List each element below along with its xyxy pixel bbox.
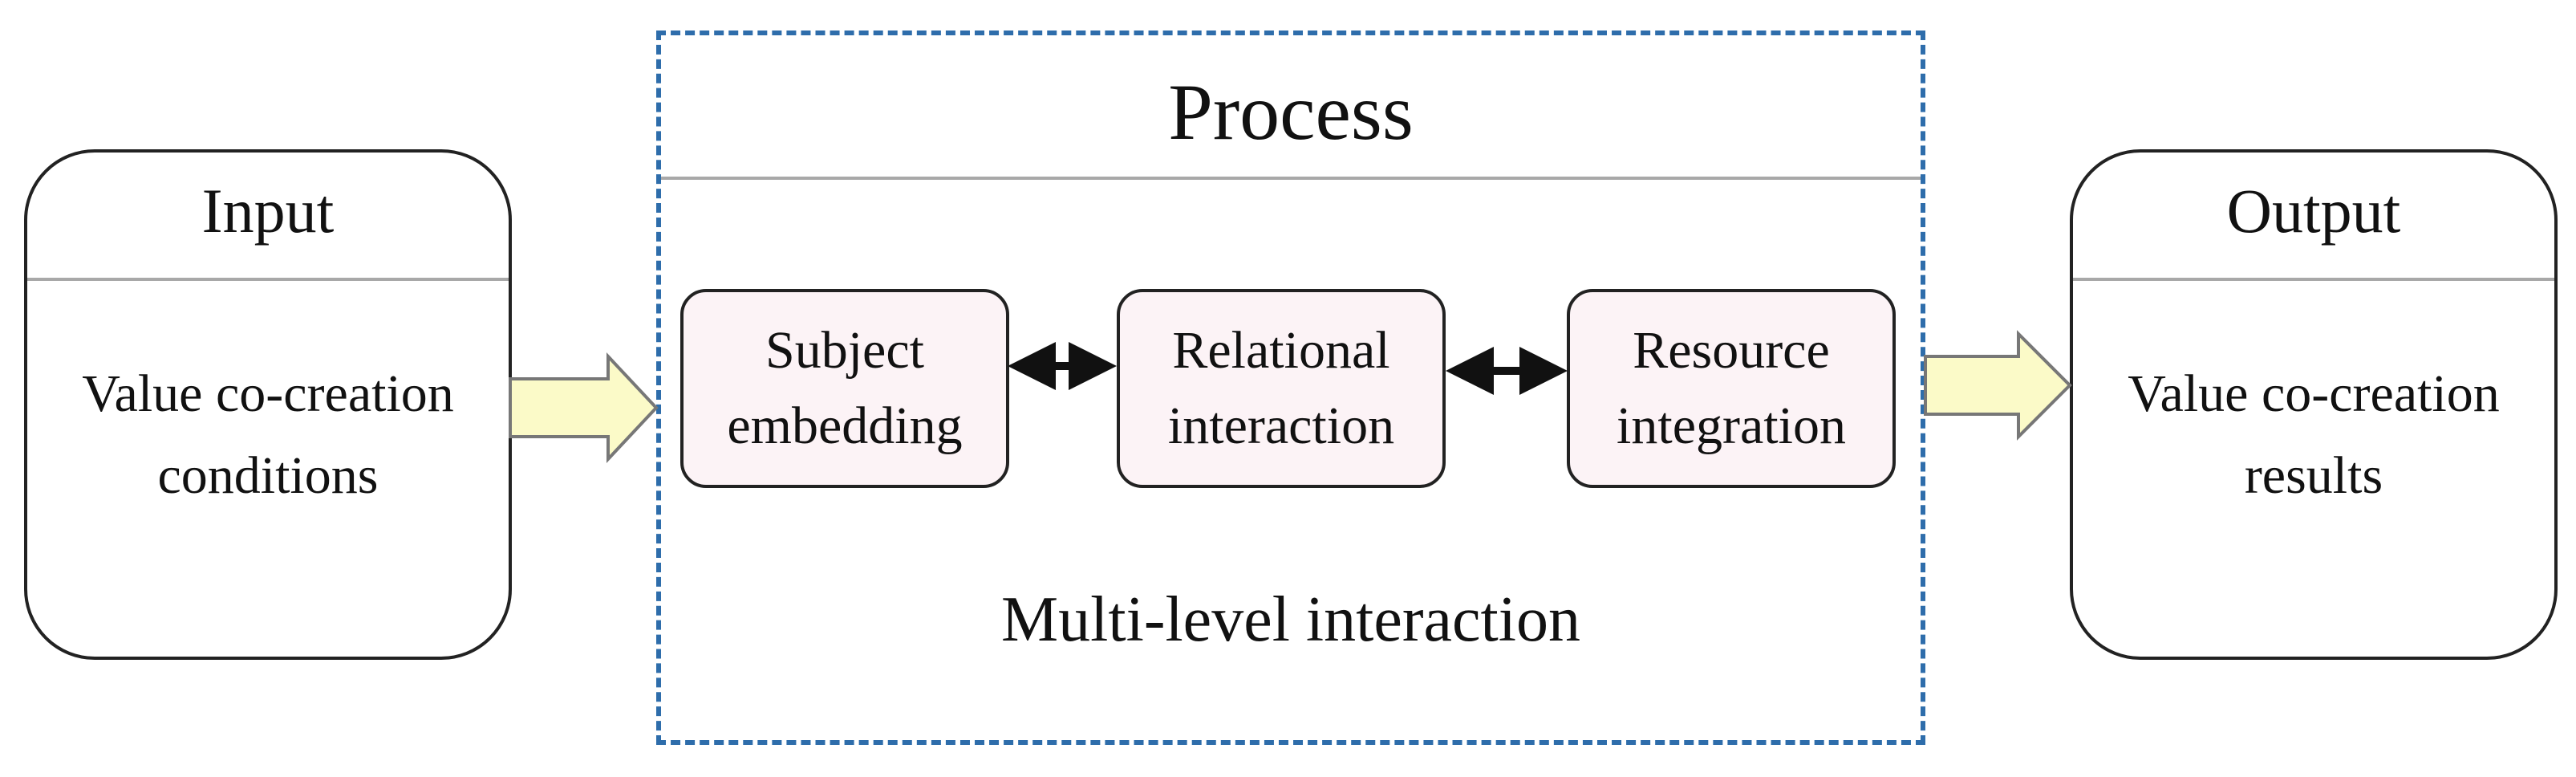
input-body-line-1: Value co-creation [82,364,454,423]
step-subject-embedding: Subject embedding [680,289,1009,488]
process-title: Process [1168,67,1414,157]
block-arrow-input-to-process [509,352,659,464]
step-relational-interaction: Relational interaction [1117,289,1446,488]
output-divider [2073,278,2554,281]
output-box: Output Value co-creation results [2070,149,2558,660]
step-resource-line-1: Resource [1633,321,1830,380]
step-resource-line-2: integration [1617,397,1846,455]
step-relational-line-1: Relational [1172,321,1390,380]
step-subject-line-1: Subject [765,321,924,380]
input-divider [27,278,509,281]
output-body: Value co-creation results [2073,353,2554,517]
process-box: Process Multi-level interaction [656,31,1925,745]
input-body-line-2: conditions [157,446,379,505]
process-divider [661,177,1921,180]
input-title: Input [201,176,335,246]
output-body-line-2: results [2244,446,2383,505]
step-relational-line-2: interaction [1167,397,1395,455]
block-arrow-process-to-output [1924,330,2072,441]
step-subject-line-2: embedding [727,397,963,455]
input-box: Input Value co-creation conditions [24,149,512,660]
output-body-line-1: Value co-creation [2128,364,2500,423]
output-title: Output [2226,176,2401,246]
step-resource-integration: Resource integration [1567,289,1896,488]
process-footer: Multi-level interaction [1001,584,1580,655]
input-body: Value co-creation conditions [27,353,509,517]
